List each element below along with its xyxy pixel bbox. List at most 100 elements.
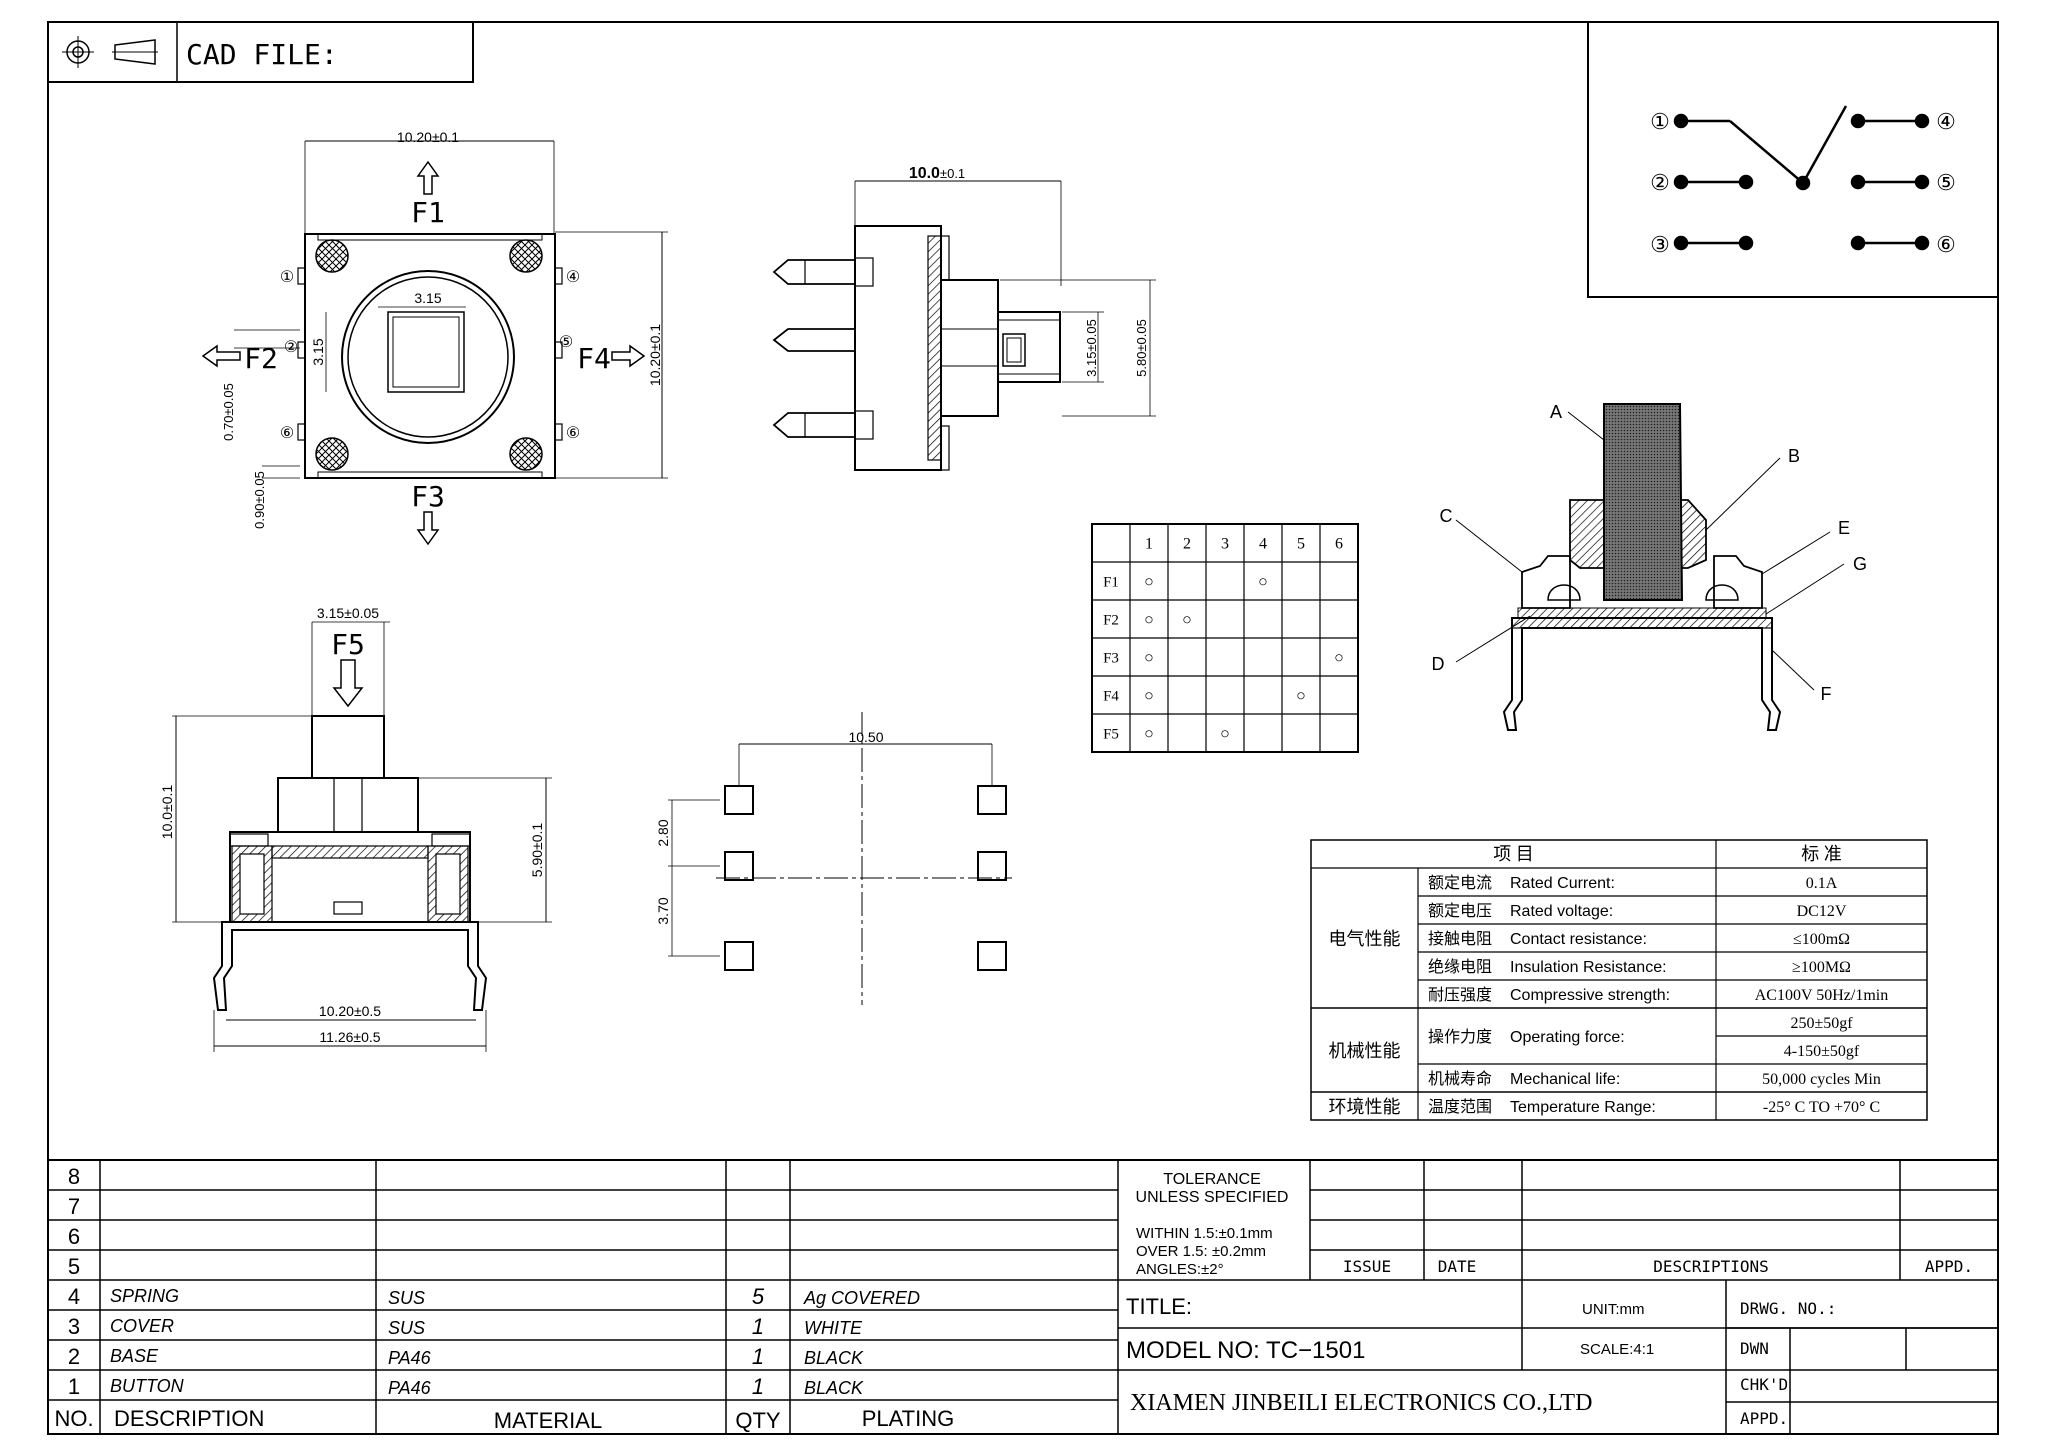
unit-label: UNIT:mm bbox=[1582, 1301, 1645, 1318]
bom-row-number: 6 bbox=[68, 1224, 80, 1249]
drwg-no-label: DRWG. NO.: bbox=[1740, 1299, 1836, 1318]
bom-qty: 1 bbox=[752, 1374, 764, 1399]
footprint-pitch-x: 10.50 bbox=[848, 729, 883, 745]
cad-header: CAD FILE: bbox=[47, 21, 474, 83]
truth-mark: ○ bbox=[1220, 726, 1230, 743]
truth-row-label: F1 bbox=[1103, 575, 1119, 591]
front-width-b: 11.26±0.5 bbox=[319, 1029, 380, 1045]
bom-qty: 1 bbox=[752, 1344, 764, 1369]
bom-row-number: 4 bbox=[68, 1284, 80, 1309]
f3-arrow-icon bbox=[416, 511, 440, 546]
truth-row-label: F5 bbox=[1103, 727, 1119, 743]
section-label-e: E bbox=[1838, 518, 1850, 538]
top-pin-5: ⑤ bbox=[559, 334, 573, 351]
force-f4: F4 bbox=[577, 342, 611, 375]
truth-mark: ○ bbox=[1182, 612, 1192, 629]
spec-cn-label: 额定电压 bbox=[1428, 902, 1492, 920]
top-pin-2: ② bbox=[284, 339, 298, 356]
front-width-a: 10.20±0.5 bbox=[319, 1003, 381, 1019]
spec-en-label: Contact resistance: bbox=[1510, 931, 1647, 948]
rev-issue: ISSUE bbox=[1343, 1257, 1391, 1276]
spec-group-name: 电气性能 bbox=[1329, 929, 1401, 949]
truth-mark: ○ bbox=[1144, 612, 1154, 629]
bom-material: SUS bbox=[388, 1318, 425, 1338]
truth-mark: ○ bbox=[1258, 574, 1268, 591]
front-body-dim: 5.90±0.1 bbox=[529, 823, 545, 878]
force-f1: F1 bbox=[411, 196, 445, 229]
force-f5: F5 bbox=[331, 628, 365, 661]
truth-mark: ○ bbox=[1296, 688, 1306, 705]
f1-arrow-icon bbox=[416, 160, 440, 195]
appd-label: APPD. bbox=[1740, 1409, 1788, 1428]
bom-row-number: 8 bbox=[68, 1164, 80, 1189]
top-inner-h: 3.15 bbox=[310, 338, 326, 365]
bom-desc: COVER bbox=[110, 1316, 174, 1336]
truth-row-label: F3 bbox=[1103, 651, 1119, 667]
spec-cn-label: 温度范围 bbox=[1428, 1098, 1492, 1116]
spec-header-item: 项 目 bbox=[1493, 844, 1534, 864]
front-view: 3.15±0.05 F5 10.0±0.1 5.90±0.1 10.20±0.5 bbox=[159, 605, 552, 1052]
top-pin-4: ④ bbox=[566, 269, 580, 286]
spec-cn-label: 耐压强度 bbox=[1428, 986, 1492, 1004]
title-label: TITLE: bbox=[1126, 1294, 1192, 1319]
spec-group-name: 环境性能 bbox=[1329, 1097, 1401, 1117]
bom-plating: BLACK bbox=[804, 1348, 864, 1368]
sch-pin-6: ⑥ bbox=[1936, 232, 1956, 257]
top-width-dim: 10.20±0.1 bbox=[397, 129, 459, 145]
bom-plating: BLACK bbox=[804, 1378, 864, 1398]
chkd-label: CHK'D bbox=[1740, 1375, 1788, 1394]
company-name: XIAMEN JINBEILI ELECTRONICS CO.,LTD bbox=[1130, 1390, 1592, 1416]
bom-material: PA46 bbox=[388, 1348, 432, 1368]
truth-mark: ○ bbox=[1144, 574, 1154, 591]
bom-header-plating: PLATING bbox=[862, 1406, 955, 1431]
footprint-pitch-y2: 3.70 bbox=[655, 897, 671, 924]
truth-col-header: 4 bbox=[1259, 536, 1267, 553]
spec-cn-label: 绝缘电阻 bbox=[1428, 958, 1492, 976]
section-label-f: F bbox=[1821, 684, 1832, 704]
truth-row-label: F4 bbox=[1103, 689, 1119, 705]
truth-col-header: 6 bbox=[1335, 536, 1343, 553]
bom-desc: BUTTON bbox=[110, 1376, 185, 1396]
section-label-g: G bbox=[1853, 554, 1867, 574]
sch-pin-1: ① bbox=[1650, 109, 1670, 134]
bom-header-no: NO. bbox=[54, 1406, 93, 1431]
spec-header-std: 标 准 bbox=[1801, 844, 1842, 864]
sch-pin-5: ⑤ bbox=[1936, 170, 1956, 195]
section-label-a: A bbox=[1550, 402, 1562, 422]
spec-en-label: Operating force: bbox=[1510, 1029, 1625, 1046]
force-f2: F2 bbox=[244, 342, 278, 375]
bom-plating: Ag COVERED bbox=[803, 1288, 920, 1308]
truth-row-label: F2 bbox=[1103, 613, 1119, 629]
rev-date: DATE bbox=[1438, 1257, 1477, 1276]
side-width-dim: 10.0±0.1 bbox=[909, 165, 965, 182]
spec-en-label: Temperature Range: bbox=[1510, 1099, 1656, 1116]
projection-symbol-icon bbox=[62, 36, 158, 68]
truth-mark: ○ bbox=[1144, 688, 1154, 705]
spec-value: ≥100MΩ bbox=[1792, 959, 1851, 976]
truth-mark: ○ bbox=[1144, 650, 1154, 667]
rev-appd: APPD. bbox=[1925, 1257, 1973, 1276]
tolerance-over: OVER 1.5: ±0.2mm bbox=[1136, 1243, 1266, 1260]
force-f3: F3 bbox=[411, 480, 445, 513]
switch-schematic: ① ② ③ ④ ⑤ ⑥ bbox=[1587, 21, 1999, 298]
bom-material: SUS bbox=[388, 1288, 425, 1308]
spec-group-name: 机械性能 bbox=[1329, 1041, 1401, 1061]
tolerance-sub: UNLESS SPECIFIED bbox=[1136, 1189, 1289, 1206]
sch-pin-3: ③ bbox=[1650, 232, 1670, 257]
f5-arrow-icon bbox=[332, 659, 364, 708]
spec-en-label: Compressive strength: bbox=[1510, 987, 1670, 1004]
truth-col-header: 3 bbox=[1221, 536, 1229, 553]
scale-label: SCALE:4:1 bbox=[1580, 1341, 1654, 1358]
spec-en-label: Rated Current: bbox=[1510, 875, 1615, 892]
section-label-d: D bbox=[1432, 654, 1445, 674]
bom-header-desc: DESCRIPTION bbox=[114, 1406, 264, 1431]
top-pin-6a: ⑥ bbox=[280, 425, 294, 442]
bom-material: PA46 bbox=[388, 1378, 432, 1398]
dwn-label: DWN bbox=[1740, 1339, 1769, 1358]
side-dim-b: 5.80±0.05 bbox=[1134, 319, 1149, 377]
bom-row-number: 5 bbox=[68, 1254, 80, 1279]
truth-col-header: 1 bbox=[1145, 536, 1153, 553]
top-pin-1: ① bbox=[280, 269, 294, 286]
bom-plating: WHITE bbox=[804, 1318, 863, 1338]
truth-mark: ○ bbox=[1334, 650, 1344, 667]
